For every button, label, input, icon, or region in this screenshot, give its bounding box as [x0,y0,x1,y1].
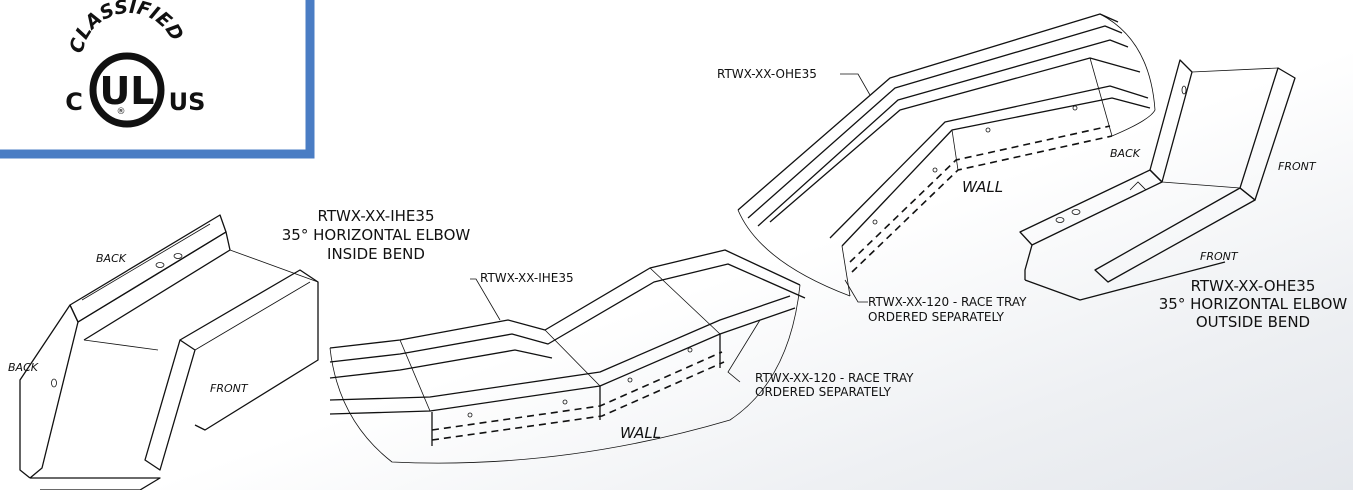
inside-title-line-1: RTWX-XX-IHE35 [317,207,434,225]
outside-tray-callout-1: RTWX-XX-120 - RACE TRAY [868,295,1027,309]
outside-tray-callout-2: ORDERED SEPARATELY [868,310,1005,324]
inside-part-callout: RTWX-XX-IHE35 [480,271,574,285]
outside-back-label: BACK [1110,147,1141,160]
inside-tray-drawing [329,249,806,464]
badge-right: US [169,88,206,116]
outside-elbow-title: RTWX-XX-OHE35 35° HORIZONTAL ELBOW OUTSI… [1159,277,1348,331]
ul-ring-icon [89,52,165,128]
inside-back-left-label: BACK [8,361,39,374]
inside-elbow-title: RTWX-XX-IHE35 35° HORIZONTAL ELBOW INSID… [282,207,471,263]
badge-center: UL [99,69,154,113]
leader-lines [470,73,871,383]
outside-title-line-3: OUTSIDE BEND [1196,313,1310,331]
registered-mark: ® [117,107,126,117]
inside-tray-callout-2: ORDERED SEPARATELY [755,385,892,399]
outside-wall-label: WALL [962,178,1003,196]
inside-elbow-drawing [19,214,319,490]
outside-title-line-1: RTWX-XX-OHE35 [1191,277,1316,295]
outside-front-right-label: FRONT [1278,160,1317,173]
inside-title-line-3: INSIDE BEND [327,245,425,263]
inside-back-top-label: BACK [96,252,127,265]
outside-front-bottom-label: FRONT [1200,250,1239,263]
badge-left: C [65,88,83,116]
outside-part-callout: RTWX-XX-OHE35 [717,67,817,81]
inside-front-label: FRONT [210,382,249,395]
outside-tray-drawing [737,13,1156,297]
inside-wall-label: WALL [620,424,661,442]
outside-title-line-2: 35° HORIZONTAL ELBOW [1159,295,1348,313]
ul-classified-badge: CLASSIFIED UL ® C US [0,0,315,159]
inside-title-line-2: 35° HORIZONTAL ELBOW [282,226,471,244]
outside-elbow-drawing [1019,59,1296,301]
inside-tray-callout-1: RTWX-XX-120 - RACE TRAY [755,371,914,385]
